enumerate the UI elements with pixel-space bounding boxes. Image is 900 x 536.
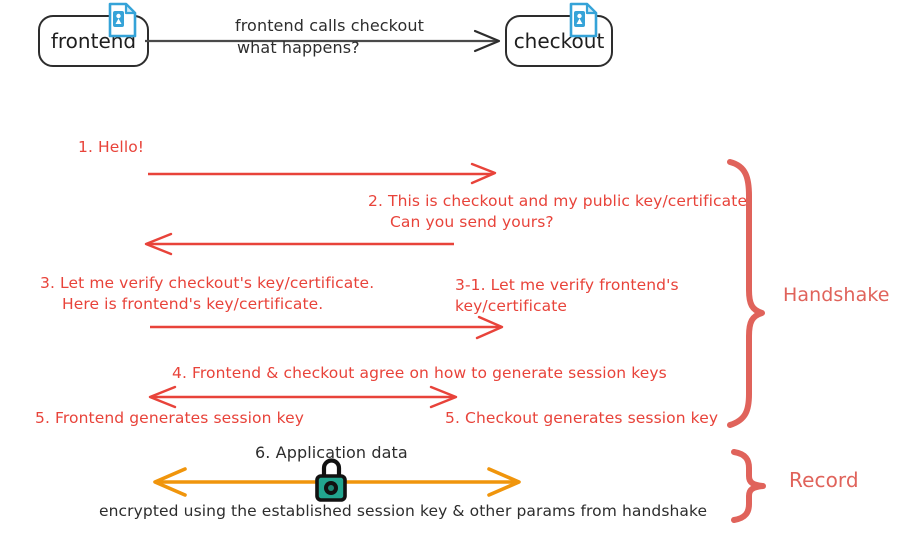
handshake-msg3-label-line1: 3. Let me verify checkout's key/certific… [40,274,375,292]
handshake-msg3-arrow-right [150,315,504,340]
handshake-msg3-label-line2: Here is frontend's key/certificate. [62,295,324,313]
handshake-msg3-1-label-line2: key/certificate [455,297,568,315]
handshake-msg3-1-label-line1: 3-1. Let me verify frontend's [455,276,679,294]
record-msg6-label: 6. Application data [255,443,408,462]
handshake-msg5-left-label: 5. Frontend generates session key [35,409,305,427]
frontend-service-doc-icon [108,2,137,38]
handshake-msg5-right-label: 5. Checkout generates session key [445,409,719,427]
handshake-brace [727,159,765,428]
lock-icon [315,458,347,502]
checkout-service-doc-icon [569,2,598,38]
call-label-line1: frontend calls checkout [235,16,424,35]
handshake-msg1-arrow-right [148,162,497,185]
handshake-msg4-label: 4. Frontend & checkout agree on how to g… [172,364,667,382]
call-label-line2: what happens? [237,38,360,57]
handshake-msg1-label: 1. Hello! [78,138,145,156]
handshake-msg2-label-line2: Can you send yours? [390,213,554,231]
handshake-brace-label: Handshake [783,284,890,306]
record-encryption-note: encrypted using the established session … [99,502,708,520]
call-arrow [145,29,501,53]
handshake-msg4-arrow-both [148,385,458,409]
handshake-msg2-label-line1: 2. This is checkout and my public key/ce… [368,192,753,210]
handshake-msg2-arrow-left [144,232,454,256]
record-brace-label: Record [789,468,859,492]
record-brace [731,449,766,523]
